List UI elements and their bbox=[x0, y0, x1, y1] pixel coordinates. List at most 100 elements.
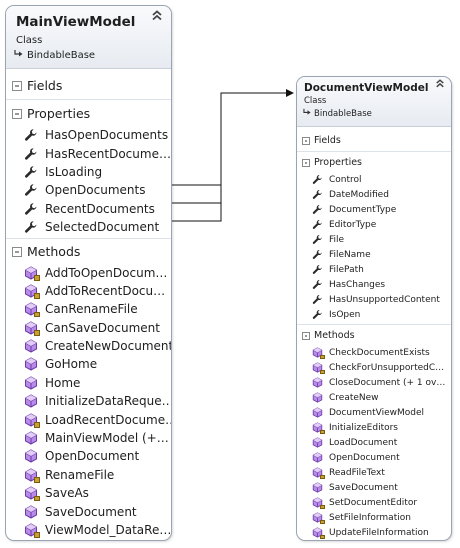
method-item[interactable]: Home bbox=[6, 374, 171, 392]
class-name: DocumentViewModel bbox=[304, 82, 429, 94]
property-item[interactable]: HasOpenDocuments bbox=[6, 126, 171, 144]
method-item[interactable]: OpenDocument bbox=[6, 447, 171, 465]
property-name: HasRecentDocume… bbox=[45, 146, 171, 161]
method-cube-icon bbox=[24, 468, 40, 483]
method-item[interactable]: SaveAs bbox=[6, 484, 171, 502]
property-item[interactable]: IsOpen bbox=[297, 307, 451, 322]
properties-header[interactable]: Properties bbox=[297, 154, 451, 171]
class-documentviewmodel[interactable]: DocumentViewModel Class BindableBase Fie… bbox=[296, 76, 452, 541]
lock-icon bbox=[320, 474, 325, 479]
property-item[interactable]: EditorType bbox=[297, 217, 451, 232]
wrench-icon bbox=[24, 183, 38, 197]
method-item[interactable]: CreateNew bbox=[297, 390, 451, 405]
lock-icon bbox=[320, 504, 325, 509]
property-name: FileName bbox=[329, 249, 371, 260]
base-class: BindableBase bbox=[303, 108, 372, 119]
collapse-toggle[interactable] bbox=[12, 246, 22, 257]
property-item[interactable]: DateModified bbox=[297, 187, 451, 202]
method-cube-icon bbox=[24, 376, 38, 390]
method-item[interactable]: SetDocumentEditor bbox=[297, 495, 451, 510]
expand-toggle[interactable] bbox=[302, 136, 310, 145]
property-item[interactable]: HasRecentDocume… bbox=[6, 144, 171, 162]
collapse-button[interactable] bbox=[151, 10, 163, 25]
method-cube-icon bbox=[24, 302, 40, 318]
method-cube-icon bbox=[312, 392, 323, 403]
property-item[interactable]: OpenDocuments bbox=[6, 181, 171, 199]
property-item[interactable]: Control bbox=[297, 172, 451, 187]
method-cube-icon bbox=[24, 449, 38, 464]
wrench-icon bbox=[24, 147, 38, 161]
wrench-icon bbox=[24, 165, 38, 179]
property-name: DateModified bbox=[329, 189, 389, 200]
method-item[interactable]: CanSaveDocument bbox=[6, 319, 171, 337]
wrench-icon bbox=[312, 234, 323, 245]
fields-header[interactable]: Fields bbox=[297, 132, 451, 149]
property-item[interactable]: FilePath bbox=[297, 262, 451, 277]
property-name: Control bbox=[329, 174, 362, 185]
wrench-icon bbox=[312, 249, 323, 260]
collapse-button[interactable] bbox=[435, 79, 445, 91]
method-item[interactable]: OpenDocument bbox=[297, 450, 451, 465]
property-name: HasUnsupportedContent bbox=[329, 294, 440, 305]
method-item[interactable]: GoHome bbox=[6, 355, 171, 373]
method-item[interactable]: RenameFile bbox=[6, 466, 171, 484]
wrench-icon bbox=[312, 309, 323, 320]
property-name: DocumentType bbox=[329, 204, 397, 215]
method-item[interactable]: DocumentViewModel bbox=[297, 405, 451, 420]
method-item[interactable]: UpdateFileInformation bbox=[297, 525, 451, 540]
wrench-icon bbox=[312, 279, 323, 290]
method-item[interactable]: ViewModel_DataRe… bbox=[6, 521, 171, 539]
method-item[interactable]: LoadRecentDocume… bbox=[6, 410, 171, 428]
method-item[interactable]: MainViewModel (+… bbox=[6, 429, 171, 447]
method-name: SetDocumentEditor bbox=[329, 497, 418, 508]
method-item[interactable]: AddToRecentDocu… bbox=[6, 282, 171, 300]
properties-header[interactable]: Properties bbox=[6, 103, 171, 124]
collapse-toggle[interactable] bbox=[302, 158, 310, 167]
expand-toggle[interactable] bbox=[12, 80, 22, 91]
collapse-toggle[interactable] bbox=[12, 108, 22, 119]
property-item[interactable]: HasChanges bbox=[297, 277, 451, 292]
method-cube-icon bbox=[24, 523, 40, 538]
methods-header[interactable]: Methods bbox=[6, 241, 171, 262]
method-item[interactable]: InitializeDataReque… bbox=[6, 392, 171, 410]
lock-icon bbox=[33, 330, 40, 336]
method-item[interactable]: ReadFileText bbox=[297, 465, 451, 480]
method-item[interactable]: LoadDocument bbox=[297, 435, 451, 450]
method-name: GoHome bbox=[45, 357, 98, 372]
fields-header[interactable]: Fields bbox=[6, 75, 171, 96]
method-item[interactable]: SaveDocument bbox=[297, 480, 451, 495]
method-item[interactable]: SetFileInformation bbox=[297, 510, 451, 525]
method-name: SaveAs bbox=[45, 486, 89, 501]
method-cube-icon bbox=[312, 452, 323, 463]
wrench-icon bbox=[24, 202, 38, 216]
property-item[interactable]: FileName bbox=[297, 247, 451, 262]
class-mainviewmodel[interactable]: MainViewModel Class BindableBase Fields … bbox=[5, 5, 172, 541]
method-item[interactable]: AddToOpenDocum… bbox=[6, 263, 171, 281]
property-item[interactable]: RecentDocuments bbox=[6, 200, 171, 218]
method-name: CanSaveDocument bbox=[45, 320, 160, 335]
methods-header[interactable]: Methods bbox=[297, 327, 451, 344]
collapse-toggle[interactable] bbox=[302, 331, 310, 340]
base-class-name: BindableBase bbox=[27, 49, 96, 61]
section-label: Methods bbox=[27, 244, 81, 260]
method-item[interactable]: InitializeEditors bbox=[297, 420, 451, 435]
property-item[interactable]: DocumentType bbox=[297, 202, 451, 217]
lock-icon bbox=[320, 519, 325, 524]
property-item[interactable]: HasUnsupportedContent bbox=[297, 292, 451, 307]
method-item[interactable]: SaveDocument bbox=[6, 502, 171, 520]
section-label: Methods bbox=[314, 330, 355, 341]
method-item[interactable]: CreateNewDocument bbox=[6, 337, 171, 355]
property-item[interactable]: File bbox=[297, 232, 451, 247]
method-item[interactable]: CheckDocumentExists bbox=[297, 345, 451, 360]
method-item[interactable]: CanRenameFile bbox=[6, 300, 171, 318]
method-name: CheckForUnsupportedC… bbox=[329, 362, 445, 373]
class-stereotype: Class bbox=[304, 96, 327, 106]
fields-section: Fields bbox=[6, 69, 171, 96]
method-item[interactable]: CheckForUnsupportedC… bbox=[297, 360, 451, 375]
method-item[interactable]: CloseDocument (+ 1 ov… bbox=[297, 375, 451, 390]
property-item[interactable]: IsLoading bbox=[6, 163, 171, 181]
base-class-name: BindableBase bbox=[314, 108, 372, 119]
method-cube-icon bbox=[312, 422, 325, 434]
property-item[interactable]: SelectedDocument bbox=[6, 218, 171, 236]
